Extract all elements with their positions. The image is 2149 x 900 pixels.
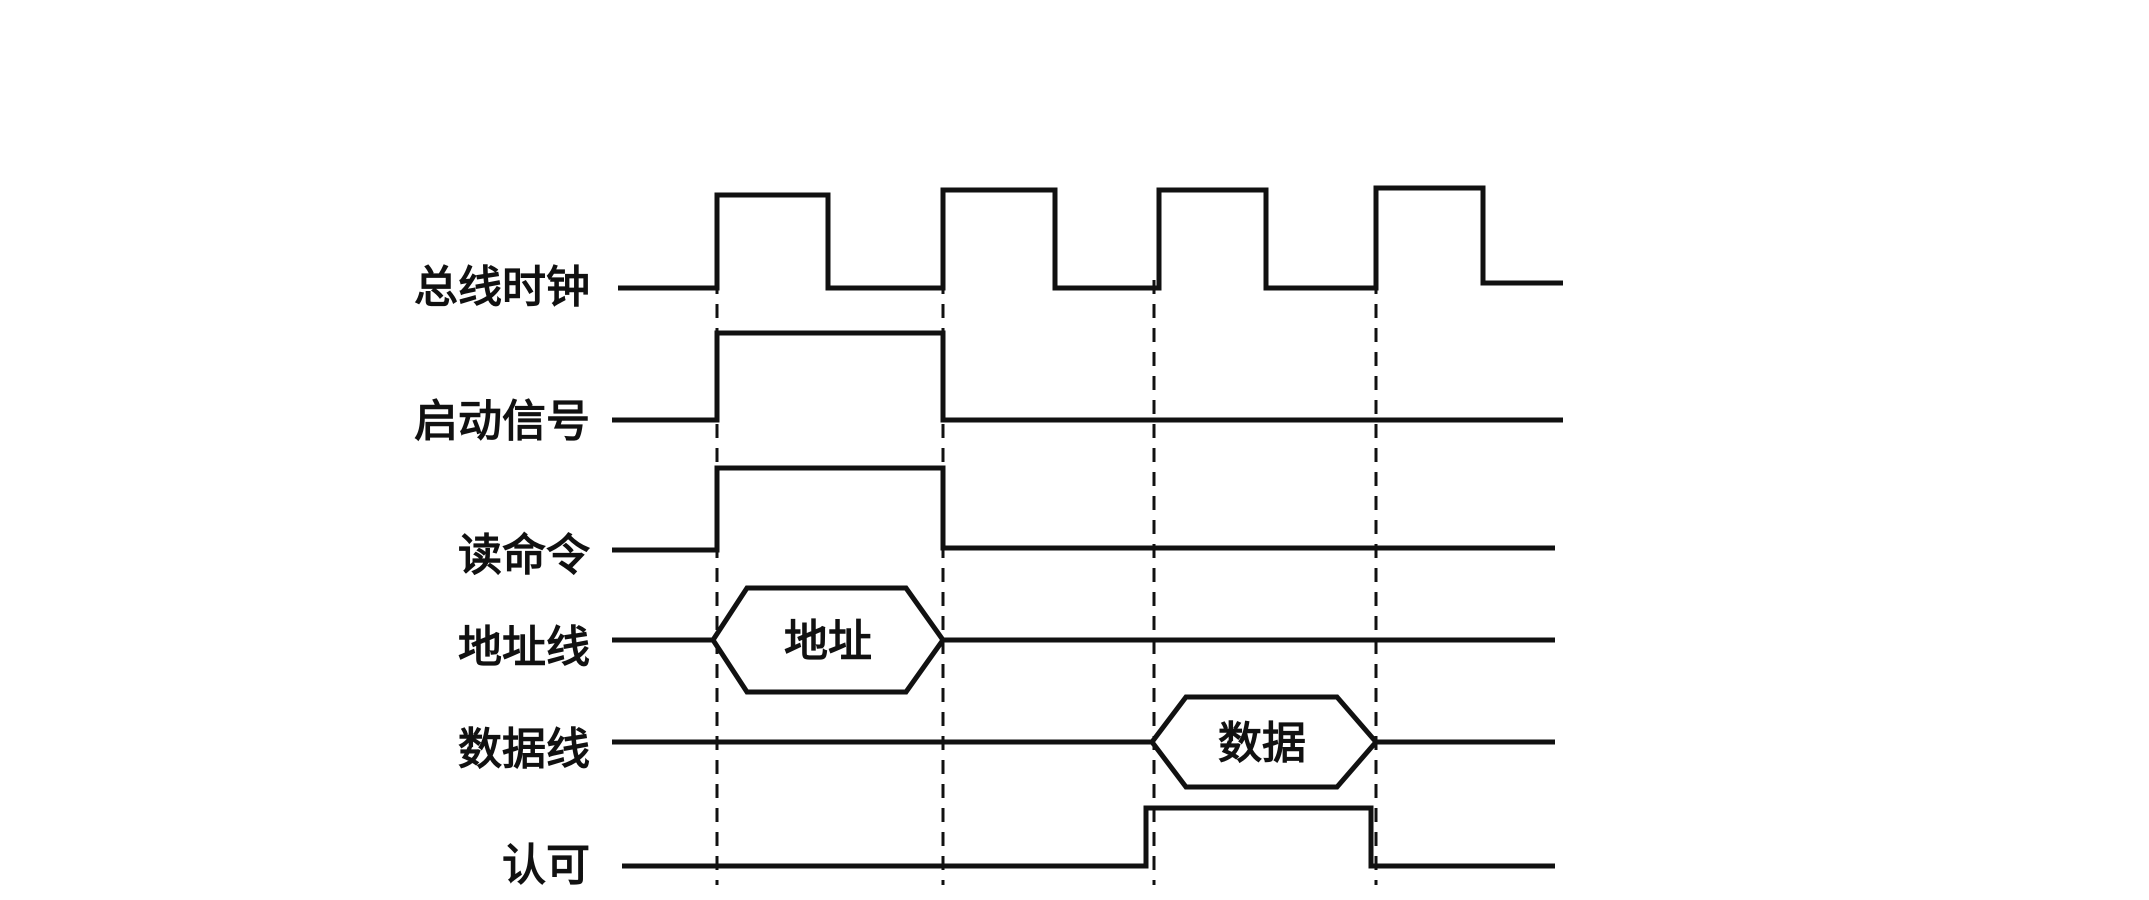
label-start-signal: 启动信号 xyxy=(414,396,590,447)
waveform-address-line: 地址 xyxy=(612,585,1555,695)
label-bus-clock: 总线时钟 xyxy=(414,262,590,313)
address-bus-segment xyxy=(710,585,947,695)
waveform-data-line: 数据 xyxy=(612,694,1555,790)
label-read-command: 读命令 xyxy=(458,530,591,581)
guide-lines xyxy=(715,280,1378,885)
label-acknowledge: 认可 xyxy=(502,840,590,891)
waveform-start-signal xyxy=(612,330,1563,423)
data-bus-segment xyxy=(1148,694,1380,790)
address-bus-label: 地址 xyxy=(784,616,872,667)
label-address-line: 地址线 xyxy=(458,622,590,673)
data-bus-label: 数据 xyxy=(1218,718,1306,769)
waveform-bus-clock xyxy=(618,185,1563,291)
waveform-read-command xyxy=(612,465,1555,553)
label-data-line: 数据线 xyxy=(458,724,590,775)
waveform-acknowledge xyxy=(622,805,1555,869)
